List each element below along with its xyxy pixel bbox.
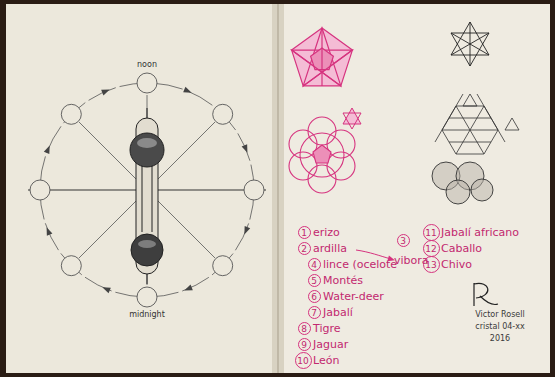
circled-number: 7 [308, 306, 321, 319]
number-text: 8 [301, 324, 307, 334]
number-text: 9 [301, 340, 307, 350]
list-entry: León [313, 354, 339, 367]
signature-text: 2016 [490, 334, 510, 344]
list-entry: Jabalí africano [441, 226, 519, 239]
circled-number: 2 [298, 242, 311, 255]
list-entry: vibora [394, 254, 429, 267]
circled-number: 10 [295, 352, 312, 369]
circled-number: 4 [308, 258, 321, 271]
number-text: 7 [311, 308, 317, 318]
number-text: 6 [311, 292, 317, 302]
list-entry: ardilla [313, 242, 347, 255]
number-text: 12 [425, 244, 436, 254]
list-entry: Caballo [441, 242, 482, 255]
circled-number: 6 [308, 290, 321, 303]
signature-text: Victor Rosell [475, 310, 524, 320]
circled-number: 11 [423, 224, 440, 241]
number-text: 2 [301, 244, 307, 254]
time-label: noon [137, 60, 157, 70]
list-entry: Water-deer [323, 290, 384, 303]
number-text: 11 [425, 228, 436, 238]
circled-number: 5 [308, 274, 321, 287]
number-text: 5 [311, 276, 317, 286]
signature-text: cristal 04-xx [475, 322, 524, 332]
list-entry: Tigre [313, 322, 340, 335]
time-label: midnight [129, 310, 165, 320]
list-entry: Jabalí [323, 306, 353, 319]
list-entry: Chivo [441, 258, 472, 271]
number-text: 10 [297, 356, 308, 366]
list-entry: lince (ocelote [323, 258, 397, 271]
circled-number: 1 [298, 226, 311, 239]
number-text: 4 [311, 260, 317, 270]
list-entry: Montés [323, 274, 363, 287]
number-text: 1 [301, 228, 307, 238]
circled-number: 8 [298, 322, 311, 335]
list-entry: Jaguar [313, 338, 348, 351]
circled-number: 3 [397, 234, 410, 247]
list-entry: erizo [313, 226, 340, 239]
number-text: 3 [400, 236, 406, 246]
circled-number: 9 [298, 338, 311, 351]
